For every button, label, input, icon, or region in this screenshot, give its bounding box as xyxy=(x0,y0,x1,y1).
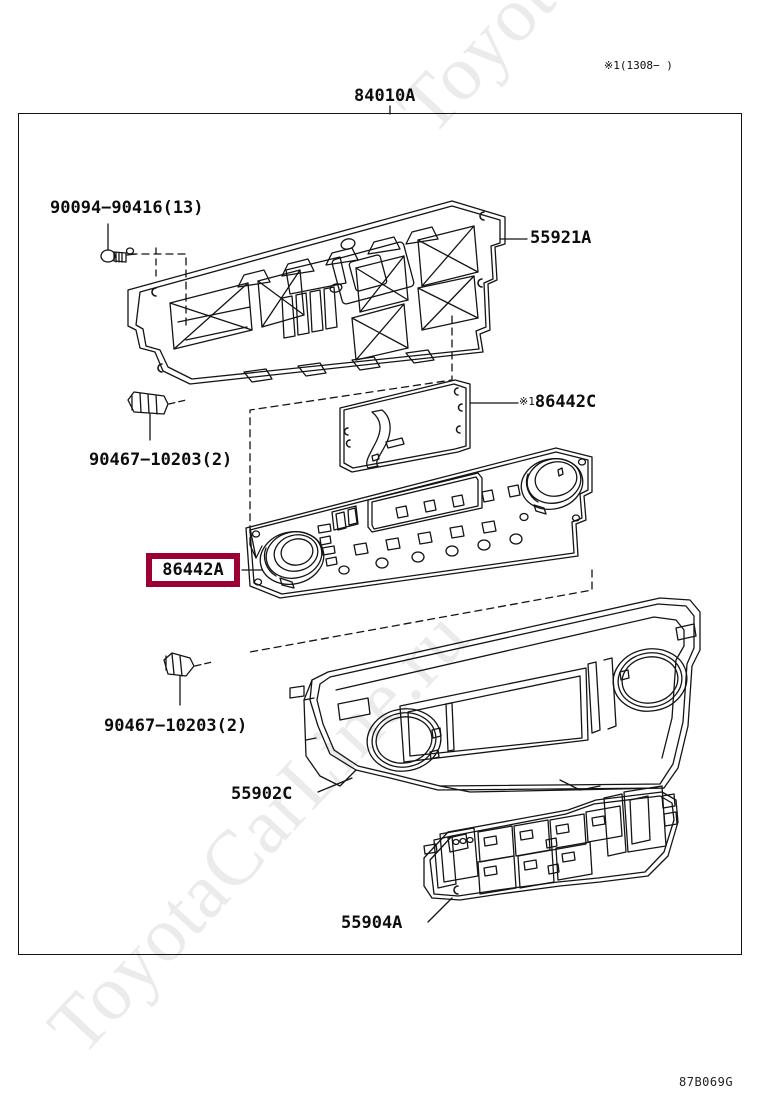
leader-55902C xyxy=(317,777,353,793)
part-label-front-bezel[interactable]: 55902C xyxy=(231,784,293,804)
part-rear-housing-art xyxy=(125,200,528,549)
part-label-screw[interactable]: 90094−90416(13) xyxy=(50,198,204,218)
part-number-86442A: 86442A xyxy=(162,560,224,580)
part-label-control-sub-plate[interactable]: ※186442C xyxy=(519,392,596,412)
part-label-switch-bank[interactable]: 55904A xyxy=(341,913,403,933)
part-control-assembly-art xyxy=(241,447,593,653)
part-switch-bank-art xyxy=(423,785,679,923)
part-number-86442C: 86442C xyxy=(534,392,597,412)
diagram-border xyxy=(18,113,742,955)
part-front-bezel-art xyxy=(289,597,701,793)
part-clip-lower-art xyxy=(163,652,213,706)
figure-code: 87B069G xyxy=(679,1075,734,1089)
part-label-rear-housing[interactable]: 55921A xyxy=(530,228,592,248)
part-clip-upper-art xyxy=(127,391,187,441)
part-control-sub-plate-art xyxy=(339,379,519,473)
mount-hole xyxy=(125,247,135,255)
part-label-control-assembly-highlight[interactable]: 86442A xyxy=(146,553,240,587)
part-screw-art xyxy=(100,223,137,263)
top-note: ※1(1308− ) xyxy=(604,59,673,72)
group-number: 84010A xyxy=(354,86,416,106)
note-marker-86442C: ※1 xyxy=(519,395,535,408)
leader-55904A xyxy=(427,897,453,923)
part-label-clip-lower[interactable]: 90467−10203(2) xyxy=(104,716,248,736)
part-label-clip-upper[interactable]: 90467−10203(2) xyxy=(89,450,233,470)
